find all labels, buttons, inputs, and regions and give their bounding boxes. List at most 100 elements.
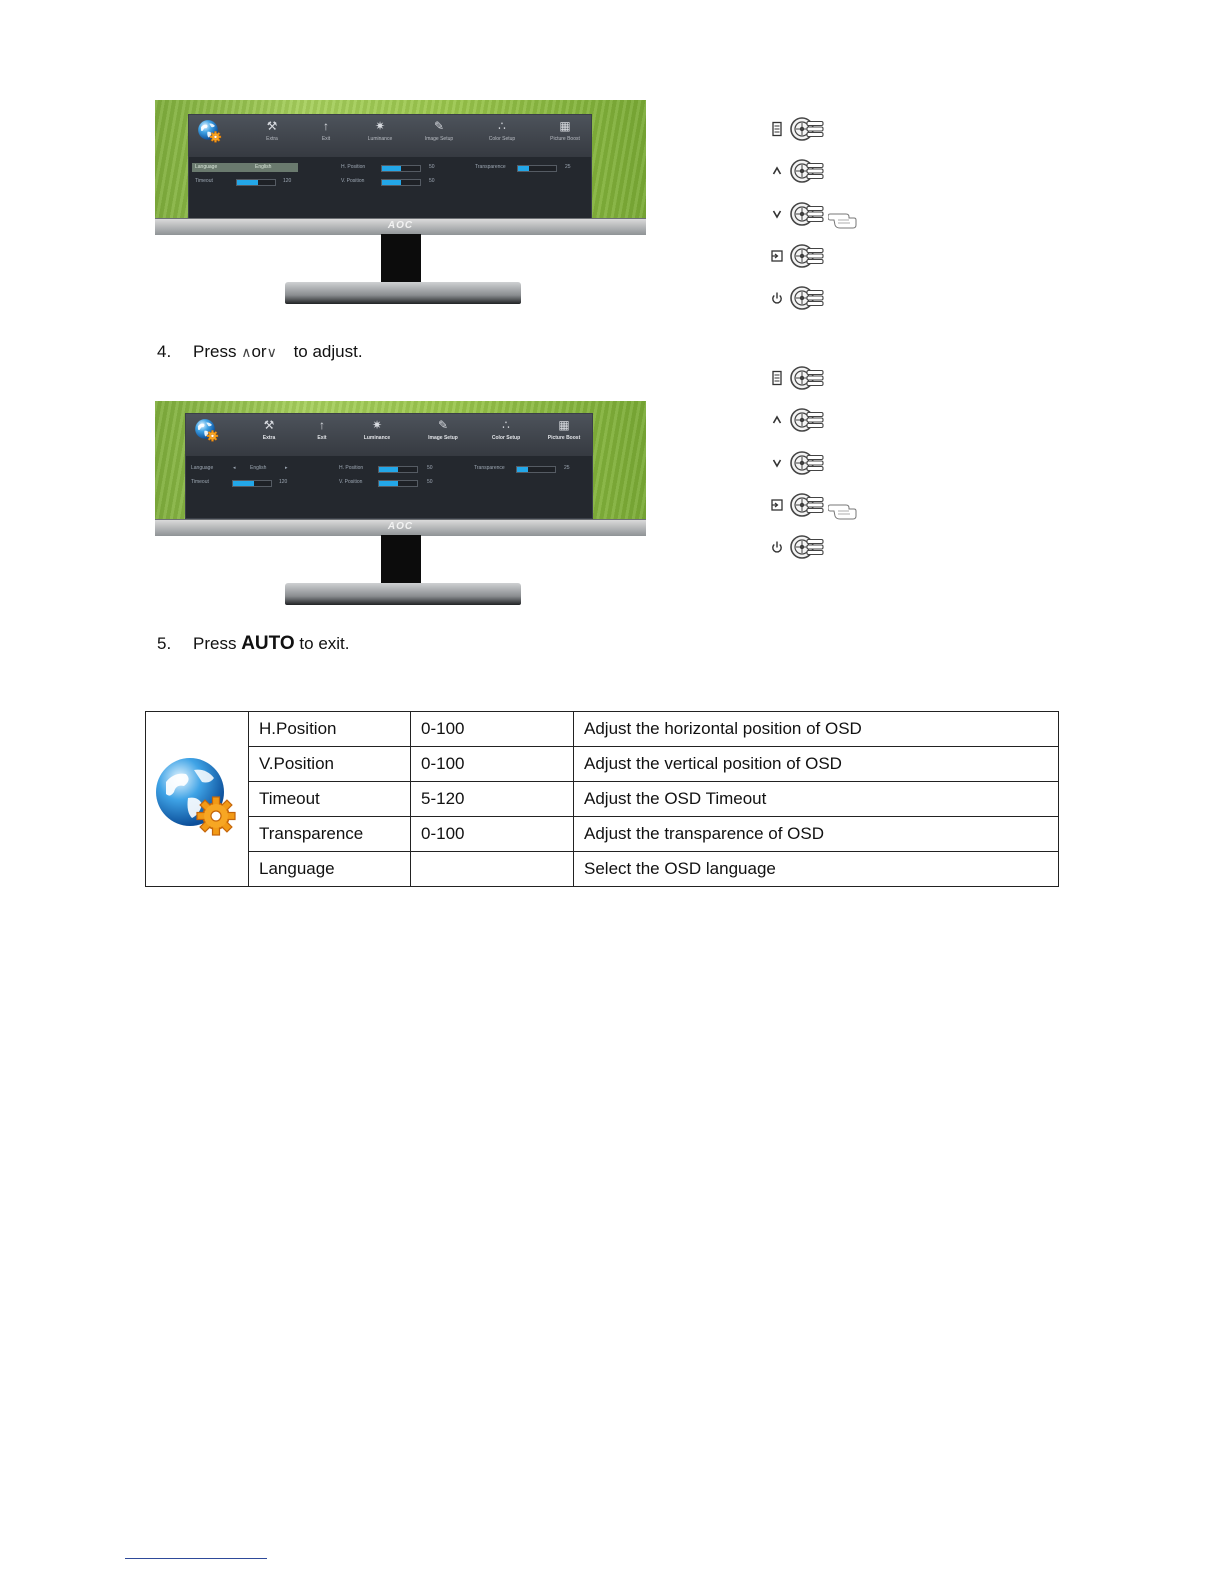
setting-name: V.Position: [248, 746, 411, 782]
color-setup-icon: ∴: [502, 418, 510, 432]
picture-boost-icon: ▦: [558, 418, 570, 432]
up-icon: [772, 166, 782, 175]
osd-h-position-label: H. Position: [339, 465, 364, 471]
osd-timeout-value: 120: [283, 178, 292, 184]
osd-language-left-arrow: ◂: [233, 465, 236, 471]
menu-button[interactable]: [770, 115, 860, 143]
osd-transparence-label: Transparence: [475, 164, 506, 170]
monitor-foot: [285, 282, 521, 304]
control-knob-icon: [790, 364, 824, 392]
luminance-icon: ✷: [371, 418, 383, 432]
exit-icon: ↑: [323, 119, 329, 133]
control-knob-icon: [790, 449, 824, 477]
setting-name: Timeout: [248, 781, 411, 817]
osd-h-position-value: 50: [427, 465, 433, 471]
setting-name: Language: [248, 851, 411, 887]
setting-range: 0-100: [410, 711, 574, 747]
osd-language-label: Language: [195, 164, 218, 170]
osd-transparence-bar: [517, 165, 557, 172]
step-number: 4.: [157, 342, 172, 361]
menu-button[interactable]: [770, 364, 860, 392]
osd-color-setup-item: ∴Color Setup: [474, 119, 530, 143]
osd-transparence-value: 25: [564, 465, 570, 471]
source-button[interactable]: [770, 242, 860, 270]
osd-extra-item: ⚒Extra: [244, 119, 300, 143]
table-row: H.Position 0-100 Adjust the horizontal p…: [145, 711, 1059, 887]
osd-h-position-label: H. Position: [341, 164, 366, 170]
control-knob-icon: [790, 491, 824, 519]
osd-menu-bar: ⚒Extra ↑Exit ✷Luminance ✎Image Setup ∴Co…: [189, 115, 591, 157]
source-button[interactable]: [770, 491, 860, 519]
osd-v-position-value: 50: [429, 178, 435, 184]
pointing-hand-icon: [828, 208, 858, 230]
osd-transparence-value: 25: [565, 164, 571, 170]
monitor-illustration-2: ⚒Extra ↑Exit ✷Luminance ✎Image Setup ∴Co…: [155, 401, 646, 611]
table-row: Timeout 5-120 Adjust the OSD Timeout: [146, 781, 1059, 817]
osd-v-position-label: V. Position: [339, 479, 363, 485]
setting-name: Transparence: [248, 816, 411, 852]
setting-range: 5-120: [410, 781, 574, 817]
osd-exit-item: ↑Exit: [298, 119, 354, 143]
step-4: 4. Press ∧or∨ to adjust.: [157, 342, 557, 364]
monitor-bezel: AOC: [155, 218, 646, 235]
monitor-foot: [285, 583, 521, 605]
osd-v-position-value: 50: [427, 479, 433, 485]
monitor-neck: [381, 234, 421, 284]
step-text: Press AUTO to exit.: [193, 633, 350, 654]
step-5: 5. Press AUTO to exit.: [157, 634, 557, 656]
osd-picture-boost-item: ▦Picture Boost: [536, 418, 592, 442]
osd-image-setup-item: ✎Image Setup: [415, 418, 471, 442]
image-setup-icon: ✎: [437, 418, 449, 432]
up-button[interactable]: [770, 406, 860, 434]
menu-icon: [772, 370, 782, 386]
osd-h-position-value: 50: [429, 164, 435, 170]
setting-description: Adjust the transparence of OSD: [573, 816, 1059, 852]
brand-logo: AOC: [387, 521, 414, 532]
osd-extra-item: ⚒Extra: [241, 418, 297, 442]
up-arrow-glyph: ∧: [241, 344, 252, 360]
osd-timeout-bar: [232, 480, 272, 487]
control-knob-icon: [790, 157, 824, 185]
color-setup-icon: ∴: [498, 119, 506, 133]
osd-setup-table: H.Position 0-100 Adjust the horizontal p…: [145, 711, 1059, 887]
down-button[interactable]: [770, 449, 860, 477]
osd-h-position-bar: [381, 165, 421, 172]
table-row: Transparence 0-100 Adjust the transparen…: [146, 816, 1059, 852]
up-button[interactable]: [770, 157, 860, 185]
control-knob-icon: [790, 115, 824, 143]
osd-luminance-item: ✷Luminance: [352, 119, 408, 143]
osd-menu: ⚒Extra ↑Exit ✷Luminance ✎Image Setup ∴Co…: [188, 114, 592, 220]
osd-timeout-bar: [236, 179, 276, 186]
osd-timeout-value: 120: [279, 479, 288, 485]
setting-description: Adjust the horizontal position of OSD: [573, 711, 1059, 747]
power-button[interactable]: [770, 284, 860, 312]
osd-timeout-label: Timeout: [195, 178, 213, 184]
source-icon: [771, 499, 783, 511]
down-button[interactable]: [770, 200, 860, 228]
monitor-bezel: AOC: [155, 519, 646, 536]
step-text: Press ∧or∨ to adjust.: [193, 342, 363, 361]
osd-v-position-bar: [381, 179, 421, 186]
osd-menu-bar: ⚒Extra ↑Exit ✷Luminance ✎Image Setup ∴Co…: [186, 414, 592, 456]
brand-logo: AOC: [387, 220, 414, 231]
control-knob-icon: [790, 533, 824, 561]
step-number: 5.: [157, 634, 172, 653]
power-button[interactable]: [770, 533, 860, 561]
down-icon: [772, 210, 782, 219]
osd-timeout-label: Timeout: [191, 479, 209, 485]
osd-menu: ⚒Extra ↑Exit ✷Luminance ✎Image Setup ∴Co…: [185, 413, 593, 519]
setting-name: H.Position: [248, 711, 411, 747]
monitor-neck: [381, 535, 421, 585]
osd-luminance-item: ✷Luminance: [349, 418, 405, 442]
setting-description: Adjust the OSD Timeout: [573, 781, 1059, 817]
control-knob-icon: [790, 200, 824, 228]
osd-language-right-arrow: ▸: [285, 465, 288, 471]
osd-v-position-label: V. Position: [341, 178, 365, 184]
osd-language-label: Language: [191, 465, 214, 471]
auto-key-label: AUTO: [241, 633, 295, 654]
osd-language-value: English: [250, 465, 267, 471]
osd-setup-icon-cell: [145, 711, 249, 887]
pointing-hand-icon: [828, 499, 858, 521]
down-icon: [772, 459, 782, 468]
control-knob-icon: [790, 242, 824, 270]
